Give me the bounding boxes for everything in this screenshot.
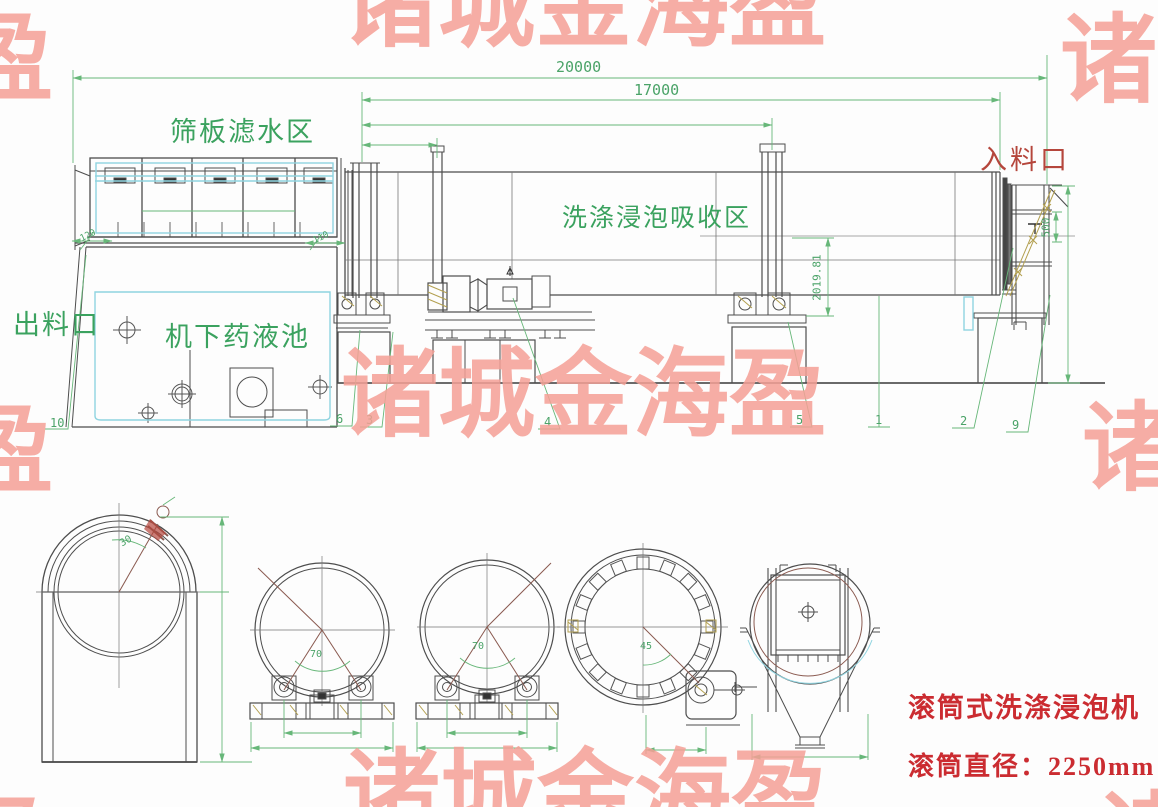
watermark-bottom: 诸城金海盈 — [343, 739, 828, 807]
part-number-6: 6 — [336, 412, 344, 426]
label-sieve-zone: 筛板滤水区 — [170, 117, 315, 147]
part-number-1: 1 — [875, 413, 883, 427]
part-number-3: 3 — [366, 413, 374, 427]
angle-view-b: 70 — [310, 649, 323, 660]
part-number-2: 2 — [960, 414, 968, 428]
watermark-top-right-partial: 诸 — [1060, 4, 1157, 117]
watermark-top-left-partial: 盈 — [0, 2, 53, 115]
watermark-middle: 诸城金海盈 — [341, 338, 826, 451]
watermark-middle-right-partial: 诸 — [1082, 392, 1158, 505]
dim-inlet-offset: 500 — [1039, 217, 1053, 238]
watermark-bottom-left-partial: 盈 — [0, 794, 57, 807]
part-number-9: 9 — [1012, 418, 1020, 432]
label-wash-zone: 洗涤浸泡吸收区 — [562, 205, 752, 232]
angle-view-d: 45 — [640, 641, 653, 652]
angle-view-c: 70 — [472, 641, 485, 652]
label-pool: 机下药液池 — [165, 322, 310, 352]
watermark-top: 诸城金海盈 — [341, 0, 826, 61]
dim-drum-height: 2019.81 — [810, 254, 824, 301]
part-number-5: 5 — [796, 413, 804, 427]
watermark-middle-left-partial: 盈 — [0, 394, 53, 507]
label-outlet-port: 出料口 — [13, 310, 100, 340]
watermark-bottom-right-partial: 诸 — [1098, 790, 1158, 807]
label-inlet-port: 入料口 — [980, 145, 1070, 175]
drum-diameter-spec: 滚筒直径：2250mm — [908, 752, 1156, 781]
part-number-4: 4 — [544, 415, 552, 429]
product-title: 滚筒式洗涤浸泡机 — [908, 693, 1140, 723]
dim-drum-length: 17000 — [634, 81, 680, 99]
part-number-10: 10 — [50, 416, 65, 430]
dim-overall-length: 20000 — [556, 58, 602, 76]
